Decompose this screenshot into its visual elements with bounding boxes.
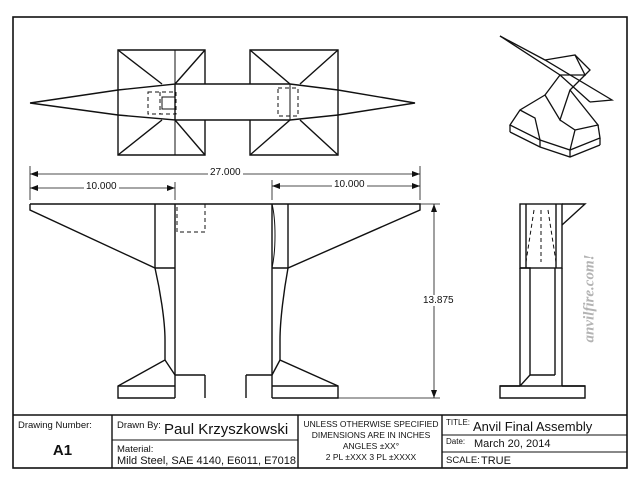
tolerance-notes: UNLESS OTHERWISE SPECIFIED DIMENSIONS AR… <box>302 419 440 463</box>
dim-horn-length: 10.000 <box>84 181 119 192</box>
dimension-arrows <box>30 171 437 398</box>
note-line-4: 2 PL ±XXX 3 PL ±XXXX <box>325 452 417 462</box>
side-view <box>499 203 587 399</box>
note-line-3: ANGLES ±XX° <box>342 441 400 451</box>
drawn-by-label: Drawn By: <box>117 420 161 431</box>
material: Mild Steel, SAE 4140, E6011, E7018 <box>117 455 296 467</box>
dim-heel-length: 10.000 <box>332 179 367 190</box>
dim-height: 13.875 <box>421 295 456 306</box>
date-value: March 20, 2014 <box>474 438 551 450</box>
front-view <box>29 203 421 399</box>
outer-border <box>12 16 628 469</box>
top-view <box>29 49 416 156</box>
title-label: TITLE: <box>446 418 471 427</box>
date-label: Date: <box>446 437 466 446</box>
watermark: anvilfire.com! <box>581 254 598 343</box>
dimension-lines <box>29 166 440 399</box>
scale-label: SCALE: <box>446 455 480 466</box>
isometric-view <box>499 35 615 158</box>
drawing-number: A1 <box>52 442 73 459</box>
drawn-by: Paul Krzyszkowski <box>164 421 289 438</box>
title-value: Anvil Final Assembly <box>473 419 593 434</box>
scale-value: TRUE <box>481 455 511 467</box>
note-line-1: UNLESS OTHERWISE SPECIFIED <box>303 419 439 429</box>
title-block-grid <box>13 414 627 468</box>
dim-overall-length: 27.000 <box>208 167 243 178</box>
note-line-2: DIMENSIONS ARE IN INCHES <box>311 430 431 440</box>
drawing-number-label: Drawing Number: <box>18 420 92 431</box>
material-label: Material: <box>117 444 154 455</box>
